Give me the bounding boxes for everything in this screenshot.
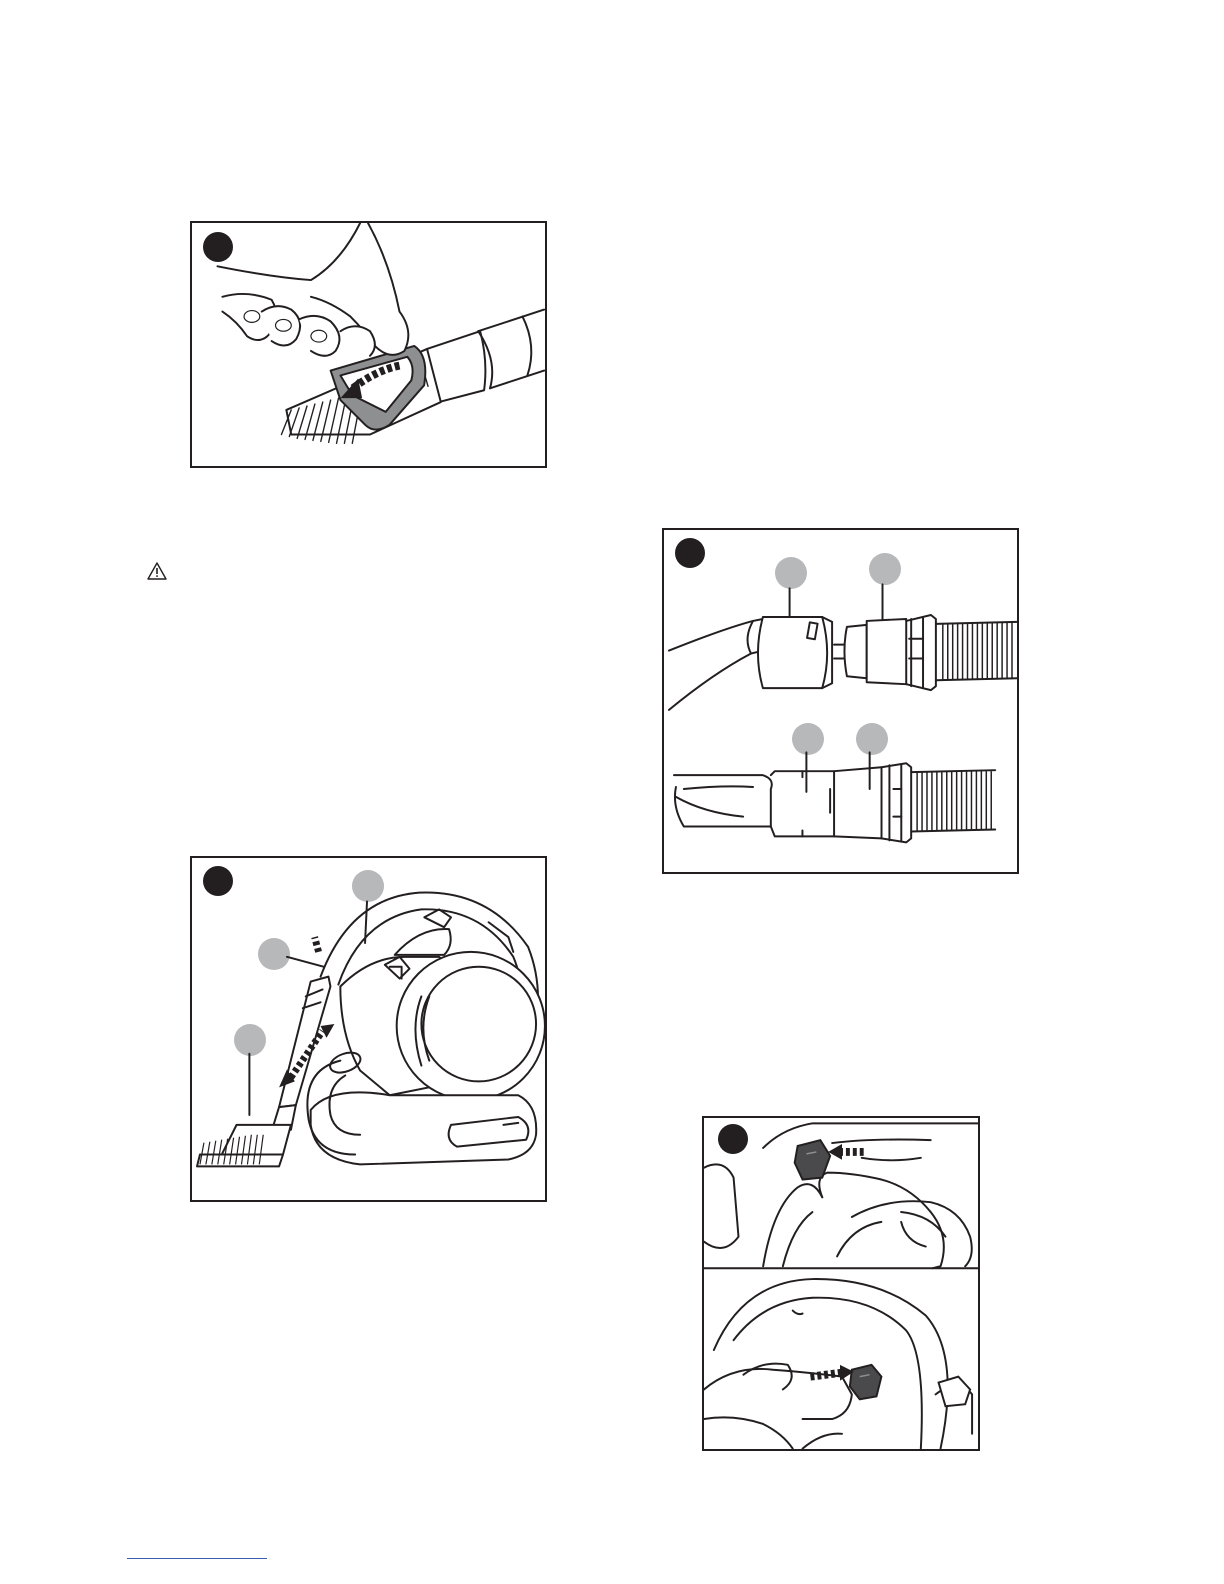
figure-brush-attachment bbox=[190, 221, 547, 468]
brush-attachment-illustration bbox=[192, 223, 545, 466]
release-buttons-illustration bbox=[704, 1118, 978, 1449]
figure-crevice-tool bbox=[190, 856, 547, 1202]
figure-release-buttons bbox=[702, 1116, 980, 1451]
figure-hose-connectors bbox=[662, 528, 1019, 874]
footer-link-underline bbox=[127, 1558, 267, 1559]
hose-connectors-illustration bbox=[664, 530, 1017, 872]
crevice-tool-illustration bbox=[192, 858, 545, 1200]
warning-triangle-icon bbox=[147, 562, 167, 580]
